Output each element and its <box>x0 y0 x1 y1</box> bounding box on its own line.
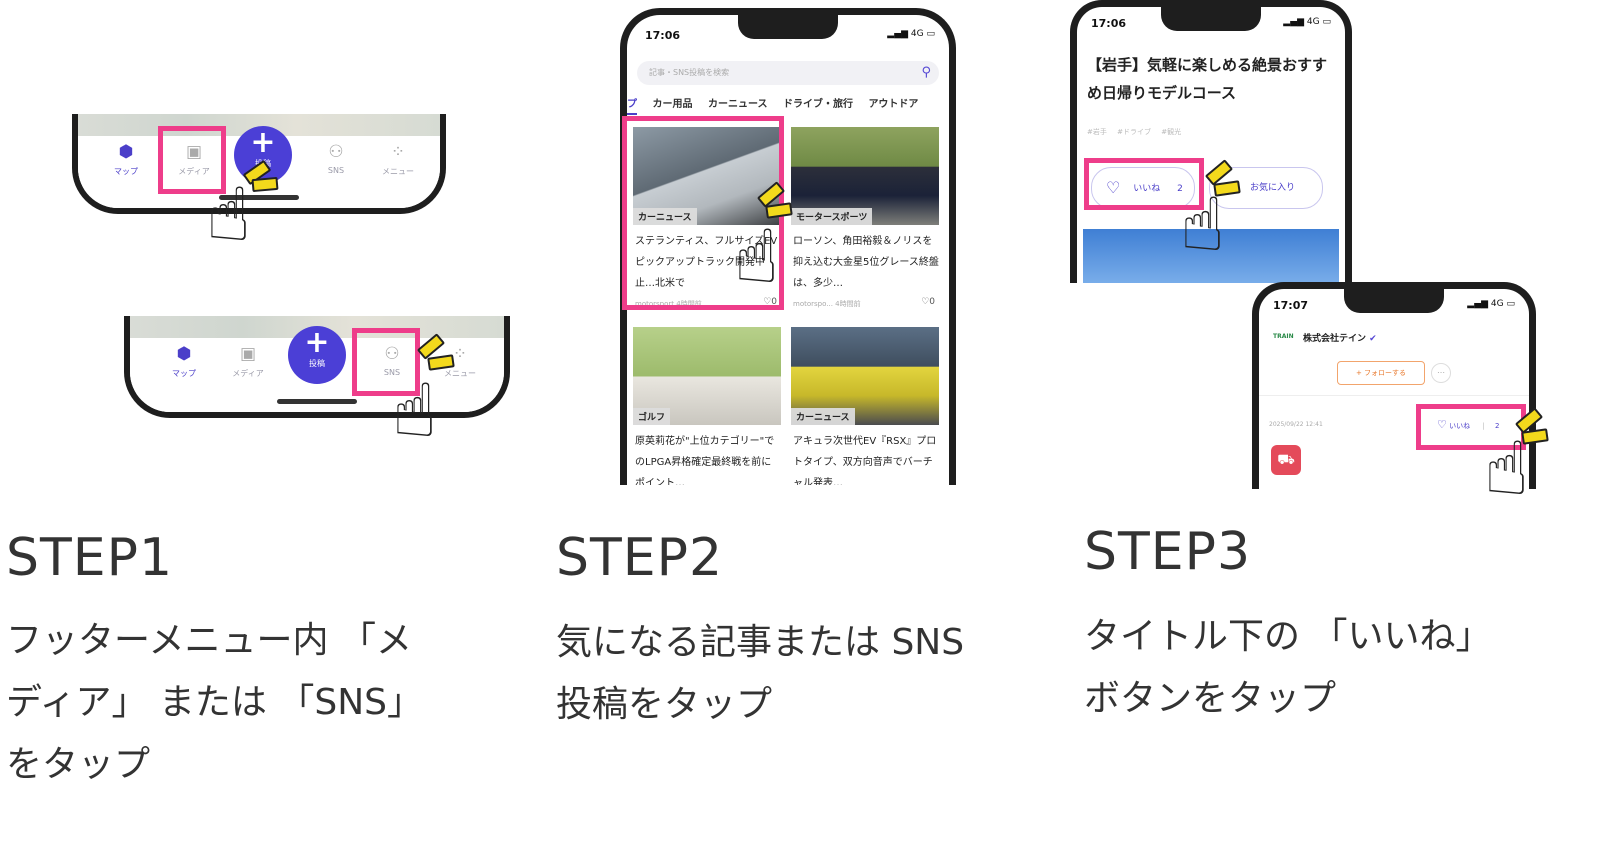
signal-icon: ▂▄▆ <box>1467 299 1491 309</box>
article-headline: アキュラ次世代EV『RSX』プロトタイプ、双方向音声でバーチャル発表… <box>793 436 937 485</box>
follow-button[interactable]: + フォローする <box>1337 361 1425 385</box>
article-hero-image <box>1083 229 1339 283</box>
like-count[interactable]: ♡0 <box>921 297 935 307</box>
verified-icon: ✔ <box>1369 334 1377 344</box>
search-input[interactable]: 記事・SNS投稿を検索 ⚲ <box>637 61 939 85</box>
tab-sns[interactable]: ⚇ SNS <box>383 344 401 377</box>
status-signal: ▂▄▆ 4G ▭ <box>1283 17 1331 27</box>
status-signal: ▂▄▆ 4G ▭ <box>887 29 935 39</box>
battery-icon: ▭ <box>1319 17 1331 27</box>
sns-icon: ⚇ <box>384 344 400 364</box>
home-indicator <box>219 195 299 200</box>
signal-icon: ▂▄▆ <box>1283 17 1307 27</box>
step2-title: STEP2 <box>556 528 724 588</box>
divider <box>1259 395 1529 396</box>
favorite-button[interactable]: お気に入り <box>1209 167 1323 209</box>
more-icon[interactable]: ⋯ <box>1431 363 1451 383</box>
brand-logo: TRAIN <box>1273 333 1294 340</box>
tab-map[interactable]: ⬢ マップ <box>172 344 196 378</box>
status-time: 17:06 <box>1091 17 1127 30</box>
status-time: 17:07 <box>1273 299 1309 312</box>
menu-icon: ⁘ <box>390 142 406 162</box>
article-title: 【岩手】気軽に楽しめる絶景おすすめ日帰りモデルコース <box>1087 56 1328 102</box>
step2-description: 気になる記事または SNS 投稿をタップ <box>556 622 965 725</box>
plus-icon: + <box>250 125 276 160</box>
heart-icon: ♡ <box>1106 178 1121 197</box>
tab-menu[interactable]: ⁘ メニュー <box>382 142 414 176</box>
tab-drive-travel[interactable]: ドライブ・旅行 <box>782 99 853 110</box>
phone-notch <box>1344 289 1444 313</box>
pointing-hand-icon: ☝ <box>1180 182 1226 268</box>
tab-car-news[interactable]: カーニュース <box>707 99 768 110</box>
plus-icon: + <box>304 325 330 360</box>
article-meta: motorspo... 4時間前 <box>793 300 861 308</box>
category-badge: ゴルフ <box>633 408 671 425</box>
step1-title: STEP1 <box>6 528 174 588</box>
pointing-hand-icon: ☝ <box>392 368 438 454</box>
category-tabs: トップ カー用品 カーニュース ドライブ・旅行 アウトドア <box>627 95 949 121</box>
pointing-hand-icon: ☝ <box>734 214 780 300</box>
phone-notch <box>738 15 838 39</box>
category-badge: カーニュース <box>633 208 697 225</box>
car-app-icon[interactable]: ⛟ <box>1271 445 1301 475</box>
search-icon[interactable]: ⚲ <box>921 65 931 80</box>
heart-icon: ♡ <box>763 297 772 307</box>
media-icon: ▣ <box>185 142 203 162</box>
category-badge: モータースポーツ <box>791 208 873 225</box>
post-date: 2025/09/22 12:41 <box>1269 421 1323 428</box>
step1-description: フッターメニュー内 「メ ディア」 または 「SNS」 をタップ <box>6 620 423 785</box>
step3-description: タイトル下の 「いいね」 ボタンをタップ <box>1084 616 1492 719</box>
tab-media[interactable]: ▣ メディア <box>232 344 264 378</box>
article-headline: ステランティス、フルサイズEVピックアップトラック開発中止…北米で <box>635 236 778 289</box>
status-time: 17:06 <box>645 29 681 42</box>
phone-notch <box>1161 7 1261 31</box>
signal-icon: ▂▄▆ <box>887 29 911 39</box>
status-signal: ▂▄▆ 4G ▭ <box>1467 299 1515 309</box>
tab-menu[interactable]: ⁘ メニュー <box>444 344 476 378</box>
pointing-hand-icon: ☝ <box>1484 426 1530 512</box>
menu-icon: ⁘ <box>452 344 468 364</box>
tab-outdoor[interactable]: アウトドア <box>868 99 919 110</box>
like-button[interactable]: ♡ いいね | 2 <box>1437 418 1500 431</box>
home-indicator <box>277 399 357 404</box>
pointing-hand-icon: ☝ <box>206 172 252 258</box>
highlight-sns-tab <box>352 328 420 396</box>
step3-phone-article: 17:06 ▂▄▆ 4G ▭ 【岩手】気軽に楽しめる絶景おすすめ日帰りモデルコー… <box>1070 0 1352 283</box>
post-fab-button[interactable]: + 投稿 <box>288 326 346 384</box>
tab-map[interactable]: ⬢ マップ <box>114 142 138 176</box>
tab-media[interactable]: ▣ メディア <box>178 142 210 176</box>
heart-icon: ♡ <box>921 297 930 307</box>
step3-phone-sns: 17:07 ▂▄▆ 4G ▭ TRAIN 株式会社テイン ✔ + フォローする … <box>1252 282 1536 489</box>
article-headline: 原英莉花が"上位カテゴリー"でのLPGA昇格確定最終戦を前にポイント… <box>635 436 775 485</box>
highlight-media-tab <box>158 126 226 194</box>
category-badge: カーニュース <box>791 408 855 425</box>
map-pin-icon: ⬢ <box>118 142 134 162</box>
step3-title: STEP3 <box>1084 522 1252 582</box>
highlight-like-button <box>1084 158 1204 210</box>
article-tags: #岩手 #ドライブ #観光 <box>1087 128 1182 136</box>
tab-sns[interactable]: ⚇ SNS <box>327 142 345 175</box>
tab-top[interactable]: トップ <box>627 95 637 115</box>
battery-icon: ▭ <box>1503 299 1515 309</box>
tab-car-goods[interactable]: カー用品 <box>652 99 693 110</box>
battery-icon: ▭ <box>923 29 935 39</box>
article-meta: motorsport 4時間前 <box>635 300 702 308</box>
like-count[interactable]: ♡0 <box>763 297 777 307</box>
article-headline: ローソン、角田裕毅＆ノリスを抑え込む大金星5位グレース終盤は、多少… <box>793 236 939 289</box>
sns-icon: ⚇ <box>328 142 344 162</box>
heart-icon: ♡ <box>1437 418 1447 431</box>
account-name: 株式会社テイン ✔ <box>1303 334 1377 344</box>
map-pin-icon: ⬢ <box>176 344 192 364</box>
tap-spark-icon <box>251 176 279 193</box>
media-icon: ▣ <box>239 344 257 364</box>
footer-tab-bar: ⬢ マップ ▣ メディア ⚇ SNS ⁘ メニュー <box>78 136 440 208</box>
